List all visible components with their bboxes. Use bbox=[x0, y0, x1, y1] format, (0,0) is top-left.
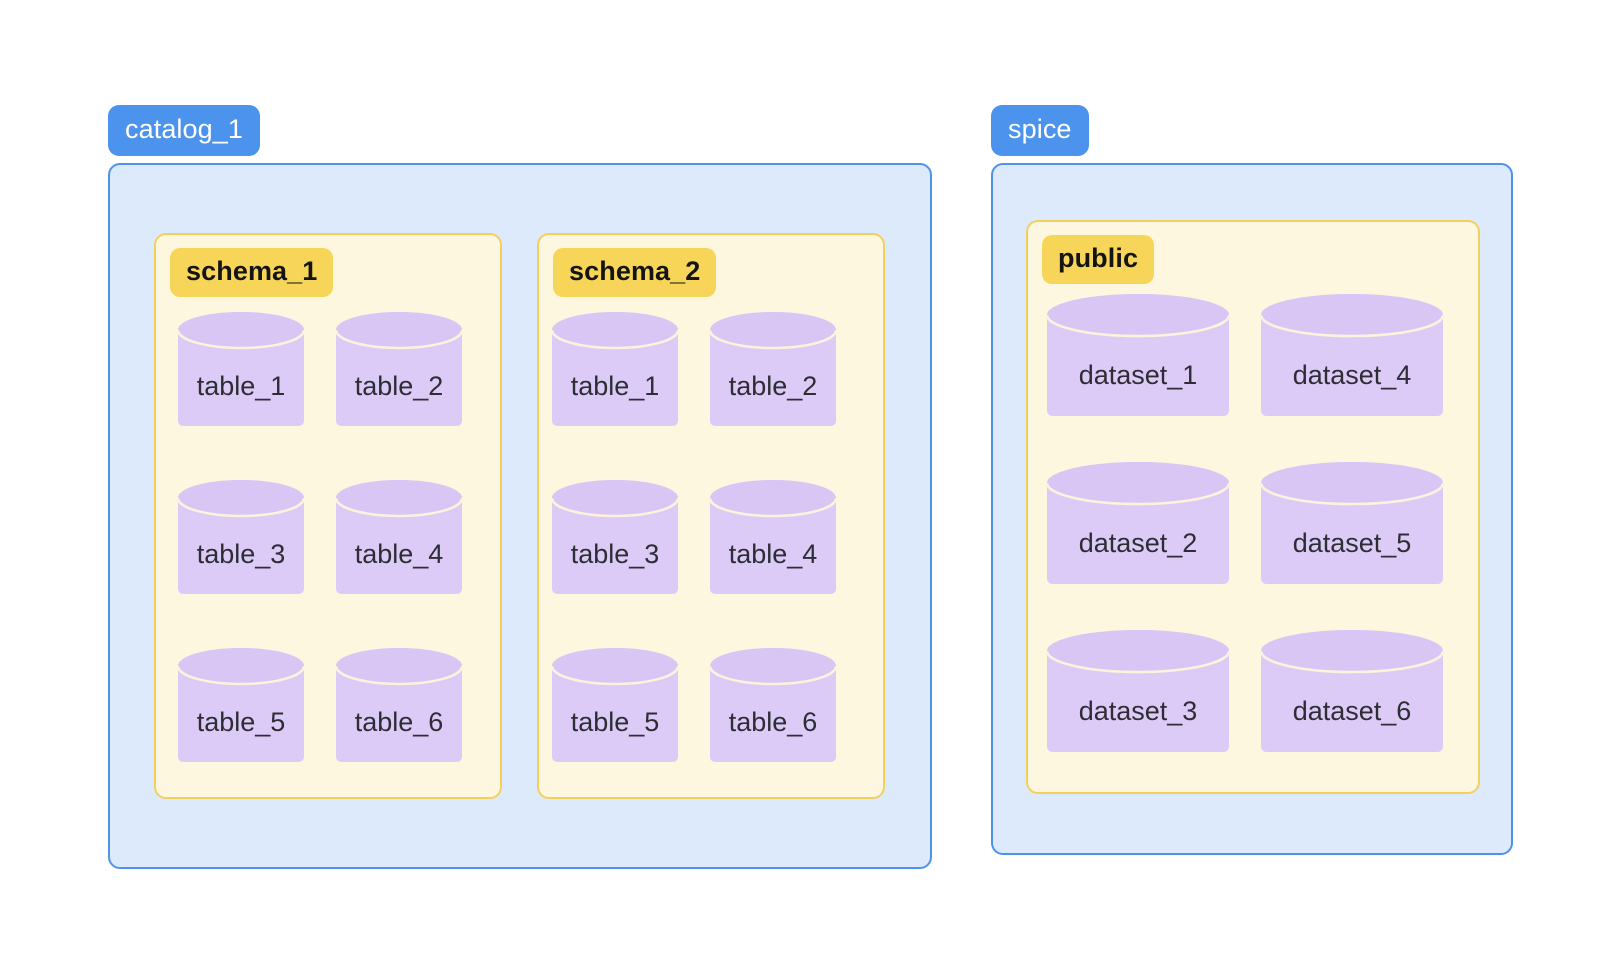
cylinder-separator-arc bbox=[176, 497, 306, 518]
cylinder-separator-arc bbox=[550, 665, 680, 686]
cylinder-separator-arc bbox=[1259, 650, 1445, 674]
cylinder-label: dataset_4 bbox=[1292, 360, 1412, 390]
cylinder-separator-arc bbox=[708, 329, 838, 350]
cylinder-shape bbox=[1259, 294, 1445, 416]
cylinder-top-cap bbox=[336, 480, 462, 516]
cylinder-label: table_4 bbox=[354, 539, 444, 569]
cylinder-label: table_5 bbox=[570, 707, 660, 737]
cylinder-label: table_3 bbox=[570, 539, 660, 569]
cylinder-separator-arc bbox=[1259, 314, 1445, 338]
cylinder-separator-arc bbox=[334, 665, 464, 686]
cylinder-separator-arc bbox=[1259, 482, 1445, 506]
cylinder-label: table_6 bbox=[728, 707, 818, 737]
cylinder-top-cap bbox=[336, 312, 462, 348]
cylinder-label: table_3 bbox=[196, 539, 286, 569]
cylinder-shape bbox=[176, 312, 306, 426]
cylinder-shape bbox=[1045, 630, 1231, 752]
cylinder-shape bbox=[550, 312, 680, 426]
cylinder-top-cap bbox=[178, 648, 304, 684]
cylinder-label: dataset_6 bbox=[1292, 696, 1412, 726]
cylinder-table[interactable]: table_4 bbox=[334, 480, 464, 594]
cylinder-shape bbox=[334, 312, 464, 426]
cylinder-label: table_2 bbox=[354, 371, 444, 401]
cylinder-top-cap bbox=[336, 648, 462, 684]
cylinder-table[interactable]: table_6 bbox=[334, 648, 464, 762]
cylinder-top-cap bbox=[1047, 630, 1229, 672]
cylinder-top-cap bbox=[1261, 630, 1443, 672]
cylinder-separator-arc bbox=[1045, 314, 1231, 338]
cylinder-shape bbox=[708, 648, 838, 762]
cylinder-label: table_1 bbox=[196, 371, 286, 401]
cylinder-top-cap bbox=[1261, 294, 1443, 336]
cylinder-label: dataset_3 bbox=[1078, 696, 1198, 726]
cylinder-separator-arc bbox=[550, 497, 680, 518]
cylinder-shape bbox=[176, 648, 306, 762]
cylinder-shape bbox=[1259, 630, 1445, 752]
cylinder-top-cap bbox=[710, 312, 836, 348]
cylinder-label: dataset_2 bbox=[1078, 528, 1198, 558]
cylinder-table[interactable]: table_2 bbox=[334, 312, 464, 426]
cylinder-top-cap bbox=[178, 312, 304, 348]
schema-badge-schema_2[interactable]: schema_2 bbox=[553, 248, 717, 297]
cylinder-label: dataset_1 bbox=[1078, 360, 1198, 390]
cylinder-shape bbox=[1045, 462, 1231, 584]
cylinder-shape bbox=[550, 480, 680, 594]
cylinder-label: table_5 bbox=[196, 707, 286, 737]
cylinder-label: table_1 bbox=[570, 371, 660, 401]
cylinder-shape bbox=[176, 480, 306, 594]
cylinder-separator-arc bbox=[334, 329, 464, 350]
cylinder-dataset[interactable]: dataset_2 bbox=[1045, 462, 1231, 584]
cylinder-dataset[interactable]: dataset_3 bbox=[1045, 630, 1231, 752]
cylinder-shape bbox=[1259, 462, 1445, 584]
cylinder-shape bbox=[550, 648, 680, 762]
cylinder-top-cap bbox=[1261, 462, 1443, 504]
cylinder-table[interactable]: table_5 bbox=[550, 648, 680, 762]
cylinder-top-cap bbox=[710, 648, 836, 684]
catalog-badge-catalog_1[interactable]: catalog_1 bbox=[108, 105, 260, 156]
cylinder-separator-arc bbox=[708, 665, 838, 686]
cylinder-table[interactable]: table_6 bbox=[708, 648, 838, 762]
cylinder-separator-arc bbox=[1045, 650, 1231, 674]
cylinder-label: table_2 bbox=[728, 371, 818, 401]
schema-badge-schema_1[interactable]: schema_1 bbox=[170, 248, 334, 297]
cylinder-top-cap bbox=[552, 312, 678, 348]
schema-badge-public[interactable]: public bbox=[1042, 235, 1155, 284]
cylinder-label: dataset_5 bbox=[1292, 528, 1412, 558]
cylinder-shape bbox=[708, 480, 838, 594]
cylinder-table[interactable]: table_3 bbox=[550, 480, 680, 594]
cylinder-separator-arc bbox=[708, 497, 838, 518]
cylinder-dataset[interactable]: dataset_4 bbox=[1259, 294, 1445, 416]
cylinder-separator-arc bbox=[1045, 482, 1231, 506]
cylinder-top-cap bbox=[552, 480, 678, 516]
cylinder-top-cap bbox=[552, 648, 678, 684]
cylinder-top-cap bbox=[178, 480, 304, 516]
catalog-badge-spice[interactable]: spice bbox=[991, 105, 1089, 156]
cylinder-table[interactable]: table_5 bbox=[176, 648, 306, 762]
cylinder-table[interactable]: table_4 bbox=[708, 480, 838, 594]
cylinder-shape bbox=[334, 648, 464, 762]
cylinder-top-cap bbox=[1047, 294, 1229, 336]
cylinder-label: table_6 bbox=[354, 707, 444, 737]
cylinder-top-cap bbox=[1047, 462, 1229, 504]
cylinder-shape bbox=[334, 480, 464, 594]
cylinder-table[interactable]: table_2 bbox=[708, 312, 838, 426]
cylinder-table[interactable]: table_1 bbox=[550, 312, 680, 426]
cylinder-shape bbox=[1045, 294, 1231, 416]
cylinder-separator-arc bbox=[176, 665, 306, 686]
cylinder-top-cap bbox=[710, 480, 836, 516]
cylinder-table[interactable]: table_1 bbox=[176, 312, 306, 426]
cylinder-label: table_4 bbox=[728, 539, 818, 569]
cylinder-dataset[interactable]: dataset_1 bbox=[1045, 294, 1231, 416]
cylinder-separator-arc bbox=[550, 329, 680, 350]
cylinder-separator-arc bbox=[334, 497, 464, 518]
cylinder-shape bbox=[708, 312, 838, 426]
cylinder-table[interactable]: table_3 bbox=[176, 480, 306, 594]
cylinder-dataset[interactable]: dataset_5 bbox=[1259, 462, 1445, 584]
cylinder-dataset[interactable]: dataset_6 bbox=[1259, 630, 1445, 752]
cylinder-separator-arc bbox=[176, 329, 306, 350]
